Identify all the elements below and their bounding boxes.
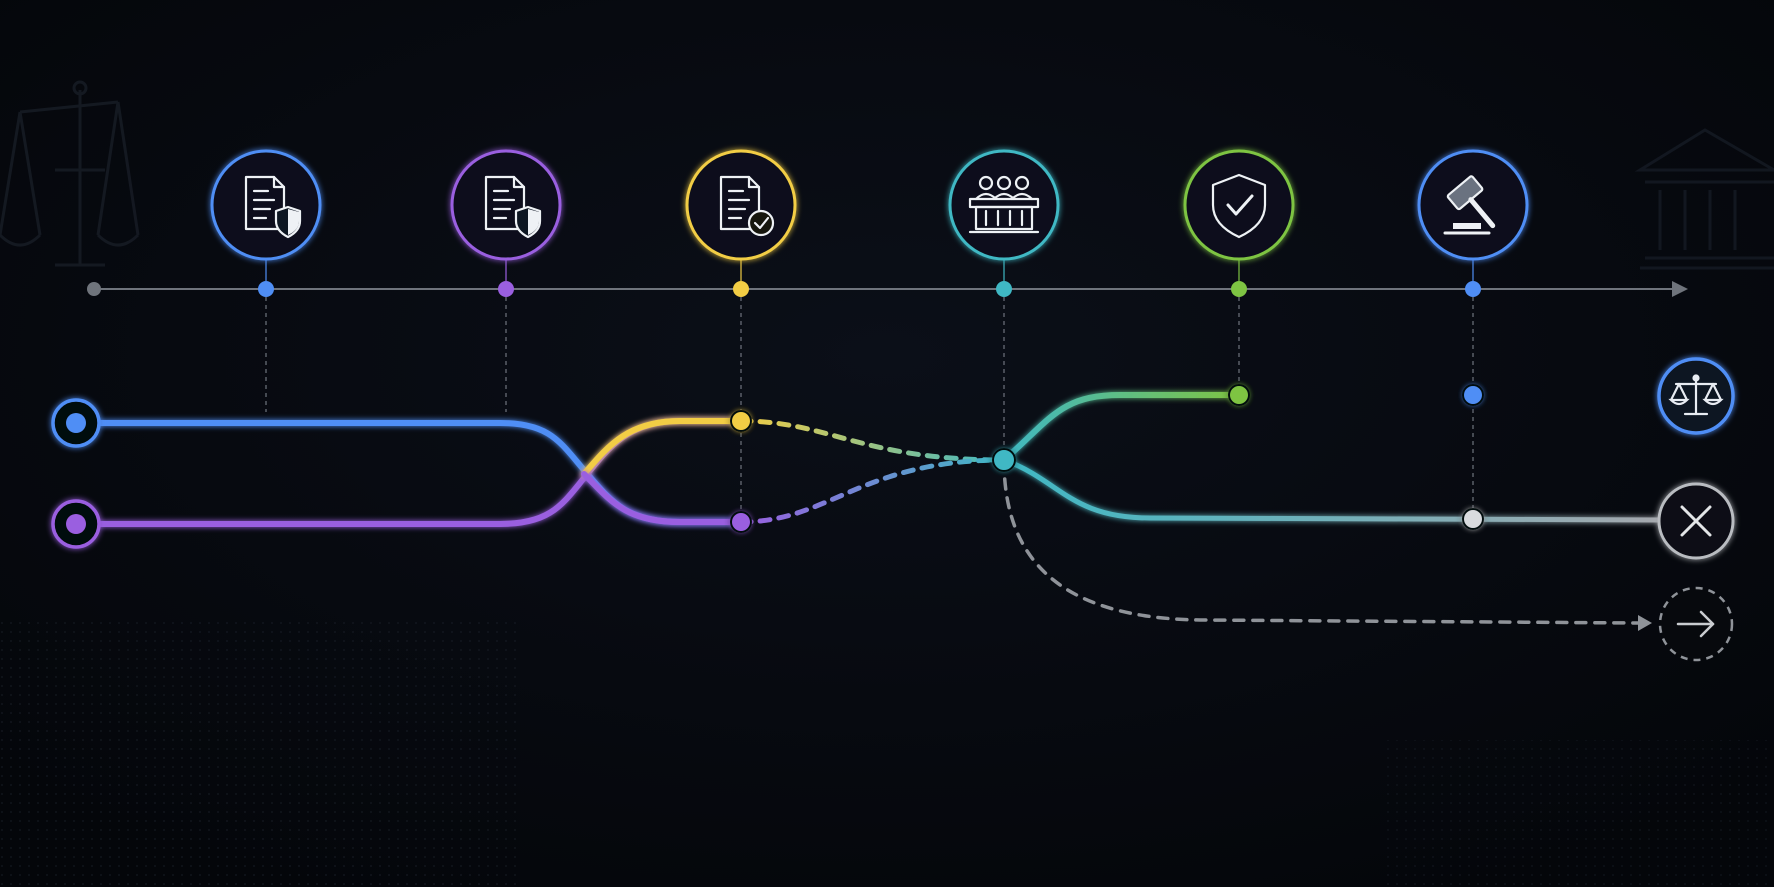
jury-bench-icon xyxy=(968,175,1040,234)
origin-purple xyxy=(51,499,101,549)
dot-ruling-branch-upper xyxy=(1462,384,1484,406)
outcome-favorable xyxy=(1657,357,1735,435)
timeline-dot-review xyxy=(733,281,749,297)
dot-ruling-branch-lower xyxy=(1462,508,1484,530)
dot-protection-branch xyxy=(1228,384,1250,406)
timeline-dot-hearing xyxy=(996,281,1012,297)
milestone-ring-filing xyxy=(210,149,322,261)
timeline-dot-response xyxy=(498,281,514,297)
path-yellow-dashed-merge xyxy=(738,418,1007,463)
dot-review-yellow xyxy=(730,410,752,432)
timeline-dot-protection xyxy=(1231,281,1247,297)
milestone-hearing xyxy=(948,149,1060,261)
dot-review-purple xyxy=(730,511,752,533)
outcome-dismissed xyxy=(1657,482,1735,560)
document-shield-icon xyxy=(244,175,302,239)
timeline-dot-ruling xyxy=(1465,281,1481,297)
close-icon xyxy=(1680,505,1712,537)
origin-blue xyxy=(51,398,101,448)
path-yellow-segment xyxy=(581,418,744,477)
gavel-icon xyxy=(1443,175,1496,235)
arrow-right-icon xyxy=(1676,610,1715,638)
milestone-ring-review xyxy=(685,149,797,261)
path-to-dismissed xyxy=(1001,457,1663,523)
timeline-dot-filing xyxy=(258,281,274,297)
dot-texture-left xyxy=(0,620,520,887)
continued-arrowhead xyxy=(1638,615,1652,631)
milestone-protection xyxy=(1183,149,1295,261)
courthouse-watermark-icon xyxy=(1634,128,1774,270)
milestone-ruling xyxy=(1417,149,1529,261)
dot-hearing-merge xyxy=(992,448,1016,472)
scales-icon xyxy=(1668,374,1724,416)
milestone-ring-response xyxy=(450,149,562,261)
dot-texture-right xyxy=(1380,740,1774,887)
document-check-icon xyxy=(719,175,775,237)
path-to-continued xyxy=(1002,458,1642,625)
milestone-filing xyxy=(210,149,322,261)
milestone-response xyxy=(450,149,562,261)
path-purple-dashed-merge xyxy=(738,457,1007,525)
outcome-continued xyxy=(1658,586,1734,662)
milestone-ring-protection xyxy=(1183,149,1295,261)
timeline-axis-arrowhead xyxy=(1672,281,1688,297)
scales-watermark-icon xyxy=(0,80,140,267)
path-purple-segment xyxy=(581,471,744,525)
milestone-review xyxy=(685,149,797,261)
timeline-start-dot xyxy=(87,282,101,296)
path-to-favorable-1 xyxy=(1001,392,1242,463)
document-shield-icon xyxy=(484,175,542,239)
shield-check-icon xyxy=(1211,173,1267,239)
milestone-ring-hearing xyxy=(948,149,1060,261)
